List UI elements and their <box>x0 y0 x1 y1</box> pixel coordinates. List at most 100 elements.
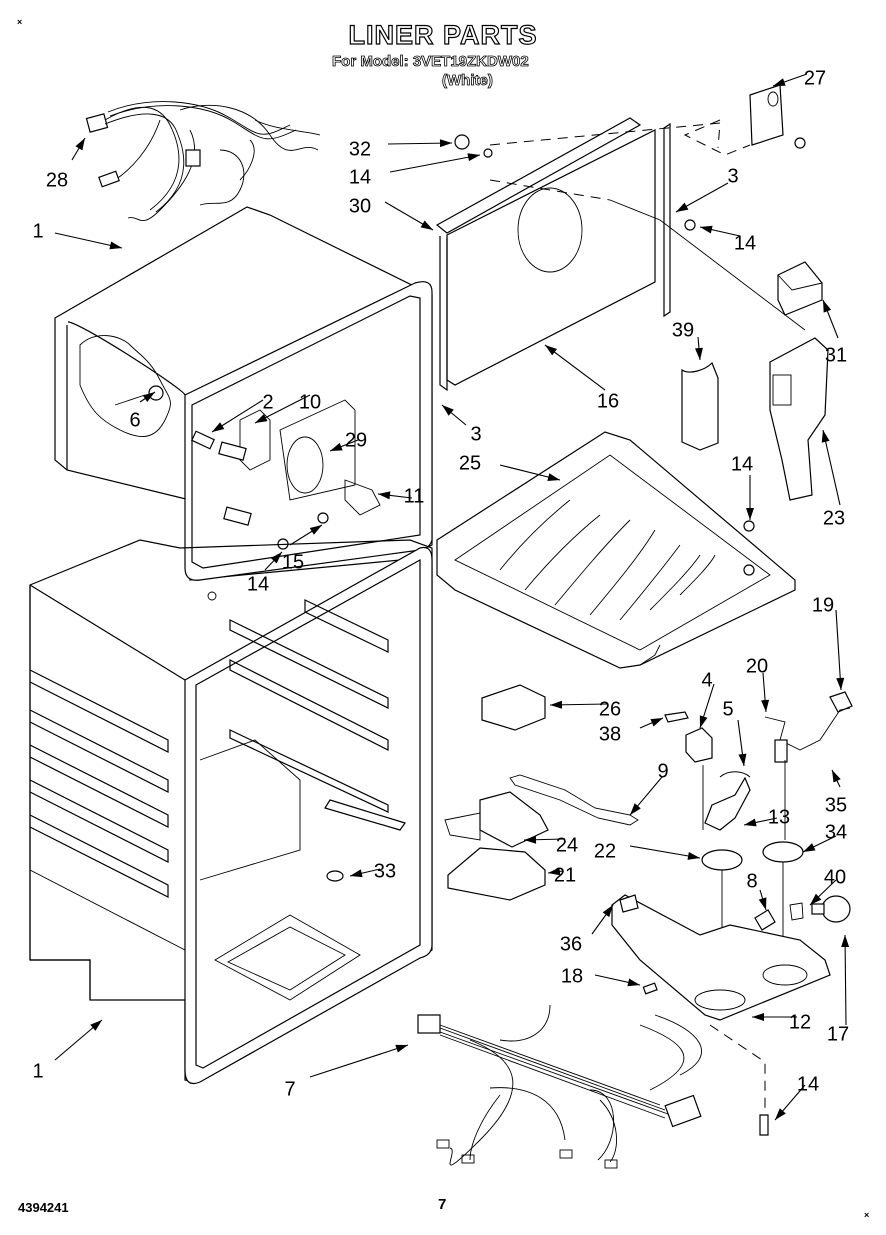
arrowhead-icon <box>823 300 832 313</box>
callout-number: 27 <box>804 67 826 89</box>
clip-icon <box>664 711 689 723</box>
cover-plate <box>749 84 784 146</box>
support-21 <box>447 847 546 901</box>
registration-mark-bottom-right: × <box>864 1210 870 1220</box>
arrowhead-icon <box>545 345 557 356</box>
callout-number: 39 <box>672 319 694 341</box>
arrowhead-icon <box>212 422 225 432</box>
callout-duct-cover: 39 <box>672 319 703 361</box>
page-title: LINER PARTS <box>348 19 538 50</box>
callout-air-duct: 23 <box>821 429 845 529</box>
callout-number: 28 <box>46 169 68 191</box>
callout-number: 38 <box>599 723 621 745</box>
control-13 <box>704 776 751 831</box>
callout-number: 14 <box>247 573 269 595</box>
freezer-liner <box>54 206 433 581</box>
lower-wiring-harness <box>417 1004 702 1169</box>
callout-rail: 3 <box>675 165 739 213</box>
callout-number: 22 <box>594 840 616 862</box>
callout-number: 18 <box>561 965 583 987</box>
callout-lever: 35 <box>825 769 847 816</box>
control-housing-12 <box>611 894 831 1021</box>
leader-line <box>389 154 481 173</box>
arrowhead-icon <box>378 491 391 500</box>
arrowhead-icon <box>687 852 700 860</box>
arrowhead-icon <box>142 392 155 402</box>
arrowhead-icon <box>650 718 663 727</box>
fresh-food-liner <box>29 539 433 1085</box>
callout-number: 26 <box>599 698 621 720</box>
callout-rod: 9 <box>629 760 669 816</box>
callout-number: 23 <box>823 507 845 529</box>
callout-bracket: 2 <box>211 391 274 433</box>
clip-19 <box>829 691 853 713</box>
arrowhead-icon <box>836 677 845 690</box>
callout-number: 10 <box>299 391 321 413</box>
pad-36 <box>619 894 639 913</box>
arrowhead-icon <box>699 715 708 728</box>
arrowhead-icon <box>758 897 767 910</box>
link-20 <box>774 739 788 763</box>
leader-line <box>309 1044 409 1078</box>
callout-number: 14 <box>349 166 371 188</box>
leader-line <box>544 344 606 391</box>
bracket-24 <box>479 791 549 848</box>
upper-wiring-harness <box>85 101 321 221</box>
callout-number: 35 <box>825 794 847 816</box>
callout-number: 34 <box>825 821 847 843</box>
callout-fresh-food-liner: 1 <box>32 1019 103 1082</box>
callout-number: 32 <box>349 138 371 160</box>
callout-switch: 8 <box>746 870 767 911</box>
callout-mount: 29 <box>329 429 367 452</box>
switch-8 <box>754 909 776 931</box>
arrowhead-icon <box>270 552 282 564</box>
callout-number: 30 <box>349 195 371 217</box>
callout-number: 8 <box>746 870 757 892</box>
air-duct <box>769 337 829 501</box>
callout-panel: 16 <box>544 344 619 412</box>
callout-drain-plug: 33 <box>349 860 396 882</box>
callout-number: 3 <box>727 165 738 187</box>
callout-control-housing: 26 <box>549 698 621 720</box>
screw-icon <box>483 148 493 158</box>
callout-screw: 14 <box>349 153 481 188</box>
arrowhead-icon <box>700 225 713 234</box>
screw-icon <box>794 137 806 149</box>
arrowhead-icon <box>630 803 641 815</box>
pin-18 <box>642 982 658 995</box>
arrowhead-icon <box>694 347 703 360</box>
callout-light-bulb: 17 <box>827 934 850 1045</box>
callout-control-housing: 12 <box>752 1011 811 1033</box>
callout-number: 7 <box>284 1078 295 1100</box>
arrowhead-icon <box>746 508 754 520</box>
callout-number: 17 <box>827 1023 849 1045</box>
callout-plug: 6 <box>129 391 156 431</box>
retainer <box>719 771 751 778</box>
callout-number: 6 <box>129 409 140 431</box>
callout-number: 4 <box>701 669 712 691</box>
duct-cover <box>681 361 719 451</box>
callout-number: 5 <box>722 698 733 720</box>
callout-number: 40 <box>824 866 846 888</box>
callout-screw: 15 <box>282 524 323 573</box>
callout-pin: 18 <box>561 965 641 987</box>
arrowhead-icon <box>761 699 770 712</box>
arrowhead-icon <box>775 1108 786 1120</box>
arrowhead-icon <box>109 241 122 250</box>
model-color: (White) <box>442 72 494 90</box>
callout-number: 14 <box>734 232 756 254</box>
arrowhead-icon <box>420 220 433 230</box>
screw-icon <box>759 1114 769 1136</box>
bezel-22 <box>701 849 743 871</box>
callout-bracket: 24 <box>523 834 578 856</box>
arrowhead-icon <box>738 753 747 766</box>
callout-rail: 3 <box>441 404 482 445</box>
rear-panel <box>435 117 806 392</box>
callout-number: 14 <box>797 1073 819 1095</box>
callout-number: 11 <box>404 485 425 507</box>
arrowhead-icon <box>841 935 850 948</box>
callout-control: 13 <box>743 806 790 828</box>
arrowhead-icon <box>602 905 613 918</box>
callout-number: 1 <box>32 220 43 242</box>
callout-number: 19 <box>812 594 834 616</box>
